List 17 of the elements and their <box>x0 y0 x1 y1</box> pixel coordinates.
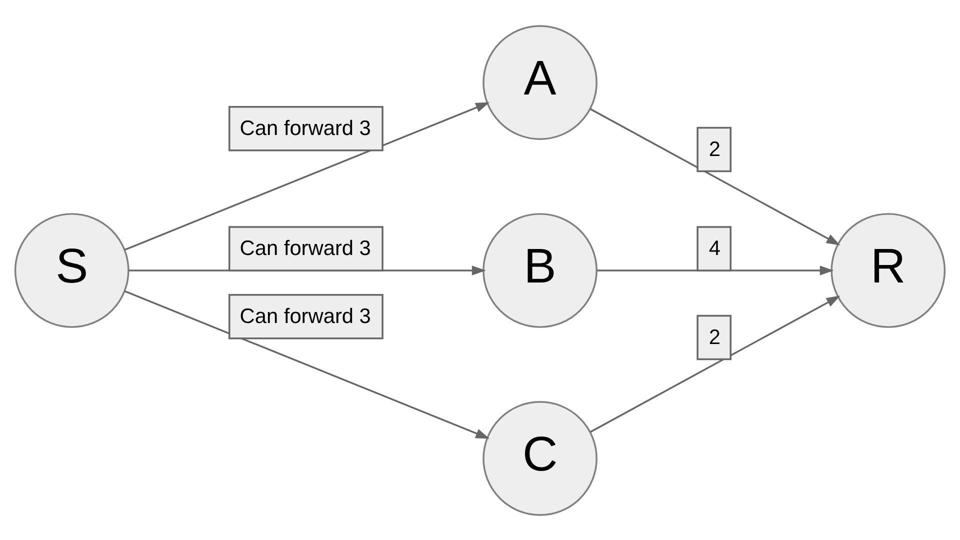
arrow <box>597 265 834 275</box>
arrow <box>590 295 840 432</box>
arrow <box>124 290 490 438</box>
arrow <box>590 108 840 245</box>
node-circle: R <box>830 212 946 328</box>
arrow <box>124 102 490 250</box>
edge-label: Can forward 3 <box>240 304 371 328</box>
edge-label: 2 <box>708 325 720 348</box>
arrow <box>128 265 486 275</box>
edge-label: 4 <box>708 236 720 260</box>
node-circle: C <box>482 400 598 516</box>
node-circle: A <box>482 24 598 140</box>
node-circle: B <box>482 212 598 328</box>
edge-label: Can forward 3 <box>240 236 371 260</box>
node-circle: S <box>14 212 130 328</box>
edge-label: 2 <box>708 137 720 160</box>
edge-label: Can forward 3 <box>240 116 371 140</box>
